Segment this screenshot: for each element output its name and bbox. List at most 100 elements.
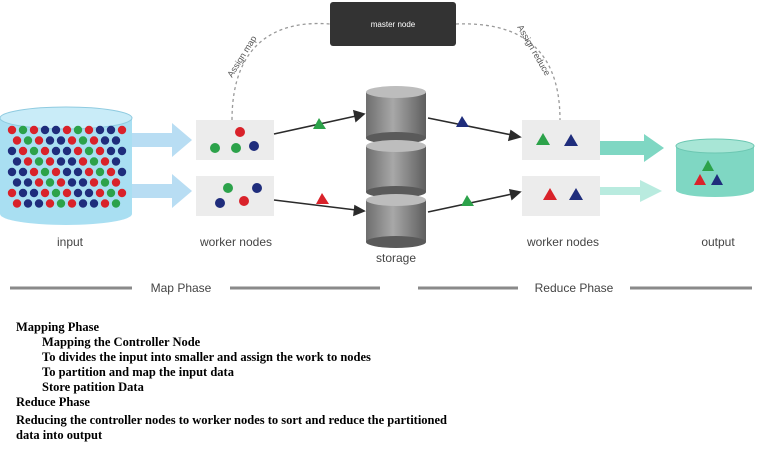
input-dot <box>67 157 77 166</box>
input-arrow-top <box>132 123 192 157</box>
reduce-worker-node-bottom <box>522 176 600 216</box>
input-dot <box>18 188 28 198</box>
input-dot <box>34 178 44 187</box>
input-dot <box>29 125 39 135</box>
red-partition-icon <box>316 193 329 204</box>
input-dot <box>62 167 72 177</box>
input-dot <box>51 146 61 156</box>
input-dot <box>117 125 127 135</box>
input-dot <box>78 199 88 208</box>
input-dot <box>67 178 77 187</box>
input-dot <box>40 146 50 156</box>
input-dot <box>51 167 61 177</box>
output-cylinder <box>675 138 755 197</box>
green-partition-icon-2 <box>461 195 474 206</box>
input-dot <box>95 188 105 198</box>
output-arrow-bottom <box>600 180 662 202</box>
input-dot <box>56 136 66 145</box>
storage-label: storage <box>376 251 416 265</box>
input-dot <box>89 178 99 187</box>
input-dot <box>89 199 99 208</box>
input-dot <box>23 199 33 208</box>
input-dot <box>12 157 22 166</box>
notes-line-7: data into output <box>16 428 103 442</box>
input-dot <box>45 199 55 208</box>
map-worker-nodes-label: worker nodes <box>199 235 272 249</box>
input-dot <box>7 146 17 156</box>
input-dot <box>34 199 44 208</box>
input-dot <box>111 178 121 187</box>
input-dot <box>84 146 94 156</box>
notes-mapping-phase-heading: Mapping Phase <box>16 320 100 334</box>
green-partition-icon <box>313 118 326 129</box>
output-arrow-top <box>600 134 664 162</box>
input-dot <box>7 167 17 177</box>
input-dot <box>73 125 83 135</box>
mapreduce-diagram: master node Assign map Assign reduce inp… <box>0 2 755 295</box>
input-dot <box>111 157 121 166</box>
input-dot <box>45 157 55 166</box>
input-dot <box>89 157 99 166</box>
input-dot <box>40 125 50 135</box>
input-dot <box>117 188 127 198</box>
master-node-label: master node <box>371 20 416 29</box>
reduce-worker-node-top <box>522 120 600 160</box>
map-worker-node-bottom <box>196 176 274 216</box>
input-dot <box>95 146 105 156</box>
input-dot <box>100 199 110 208</box>
map-to-storage-arrows <box>273 109 366 217</box>
input-dot <box>12 178 22 187</box>
input-dot <box>73 146 83 156</box>
input-dot <box>62 125 72 135</box>
input-dot <box>12 136 22 145</box>
input-dot <box>84 188 94 198</box>
input-dot <box>89 136 99 145</box>
assign-reduce-arc <box>455 23 561 121</box>
input-dot <box>100 178 110 187</box>
input-dot <box>106 125 116 135</box>
master-node: master node <box>330 2 456 46</box>
input-dot <box>23 157 33 166</box>
input-dot <box>7 188 17 198</box>
input-dot <box>78 136 88 145</box>
notes-reduce-phase-heading: Reduce Phase <box>16 395 90 409</box>
input-dot <box>40 188 50 198</box>
input-data-dots <box>7 125 127 208</box>
input-dot <box>78 178 88 187</box>
input-arrow-bottom <box>132 174 192 208</box>
storage-stack <box>366 86 426 248</box>
reduce-phase-label: Reduce Phase <box>535 281 614 295</box>
input-dot <box>7 125 17 135</box>
storage-to-reduce-arrows <box>427 117 522 213</box>
input-dot <box>100 157 110 166</box>
input-dot <box>29 188 39 198</box>
input-dot <box>111 136 121 145</box>
map-worker-node-top <box>196 120 274 160</box>
input-label: input <box>57 235 84 249</box>
notes-line-2: To divides the input into smaller and as… <box>42 350 371 364</box>
reduce-worker-nodes-label: worker nodes <box>526 235 599 249</box>
input-dot <box>12 199 22 208</box>
input-dot <box>117 146 127 156</box>
input-dot <box>23 136 33 145</box>
blue-partition-icon <box>456 116 469 127</box>
notes-line-4: Store patition Data <box>42 380 144 394</box>
assign-map-label: Assign map <box>225 34 258 79</box>
assign-map-arc <box>231 22 331 121</box>
input-dot <box>84 167 94 177</box>
input-dot <box>95 167 105 177</box>
input-dot <box>51 188 61 198</box>
input-dot <box>111 199 121 208</box>
input-dot <box>23 178 33 187</box>
input-dot <box>62 146 72 156</box>
input-dot <box>51 125 61 135</box>
input-dot <box>106 167 116 177</box>
input-dot <box>56 157 66 166</box>
assign-reduce-label: Assign reduce <box>515 23 552 77</box>
input-dot <box>18 167 28 177</box>
phase-notes: Mapping Phase Mapping the Controller Nod… <box>16 320 756 443</box>
input-dot <box>106 188 116 198</box>
input-dot <box>67 199 77 208</box>
input-dot <box>45 178 55 187</box>
map-phase-label: Map Phase <box>151 281 212 295</box>
